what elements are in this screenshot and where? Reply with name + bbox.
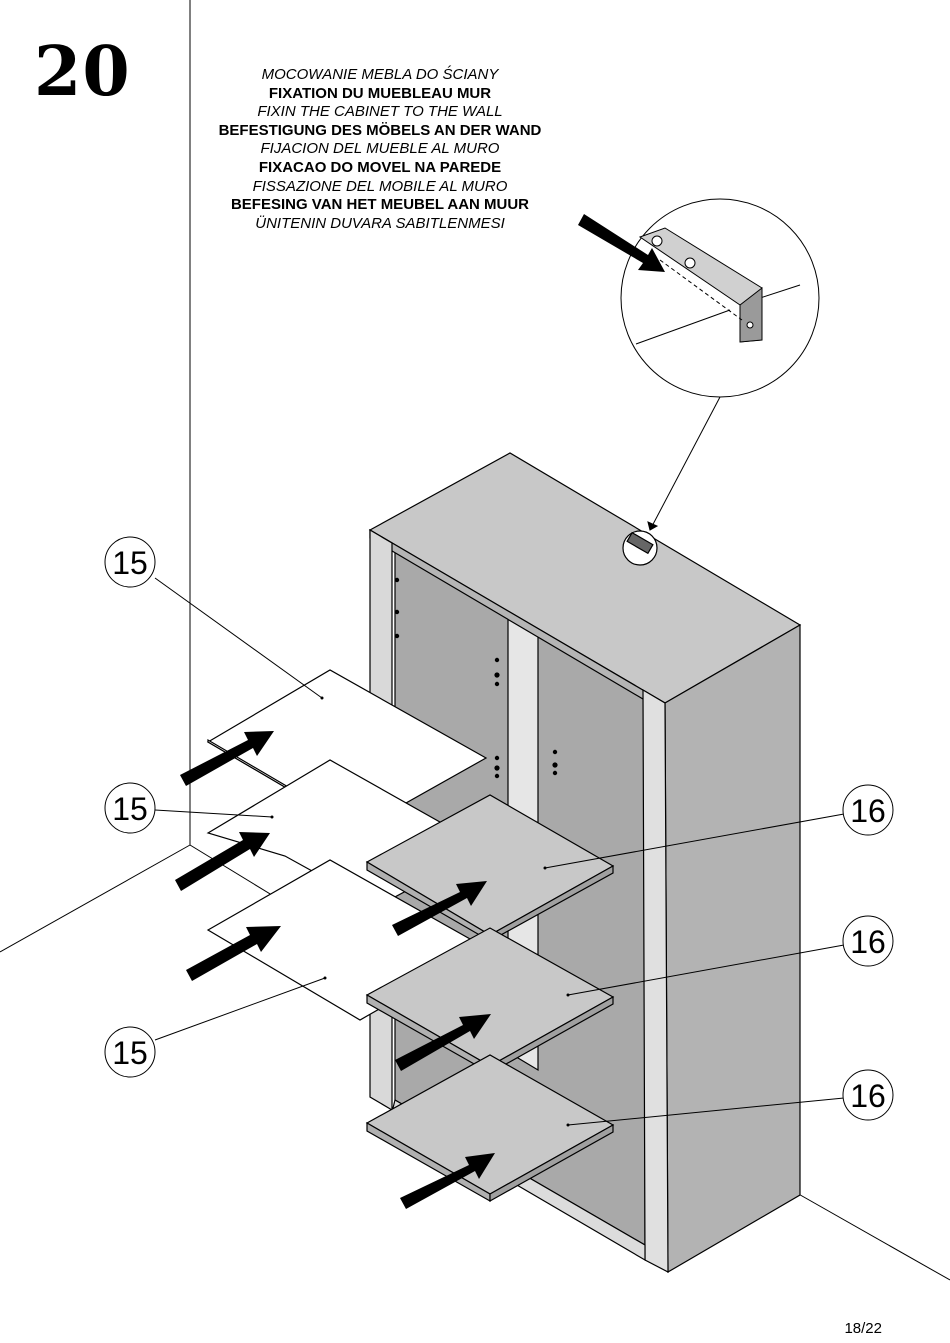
- wall-bracket-detail: [620, 198, 820, 531]
- callout-wood-bottom: 16: [842, 1069, 894, 1121]
- callout-wood-mid: 16: [842, 915, 894, 967]
- callout-label: 16: [850, 1078, 886, 1114]
- callout-wood-top: 16: [842, 784, 894, 836]
- title-line-fr: FIXATION DU MUEBLEAU MUR: [268, 84, 492, 102]
- callout-glass-mid: 15: [104, 782, 156, 834]
- title-line-de: BEFESTIGUNG DES MÖBELS AN DER WAND: [218, 121, 542, 139]
- step-number: 20: [34, 32, 131, 112]
- title-line-nl: BEFESING VAN HET MEUBEL AAN MUUR: [230, 196, 530, 214]
- title-line-pt: FIXACAO DO MOVEL NA PAREDE: [258, 158, 502, 176]
- direction-arrow: [578, 214, 665, 272]
- title-line-es: FIJACION DEL MUEBLE AL MURO: [260, 140, 500, 158]
- callout-label: 15: [112, 1035, 148, 1071]
- title-line-pl: MOCOWANIE MEBLA DO ŚCIANY: [261, 66, 499, 83]
- leader-lines: [154, 577, 845, 1126]
- callout-label: 16: [850, 924, 886, 960]
- title-line-it: FISSAZIONE DEL MOBILE AL MURO: [252, 177, 508, 195]
- callout-label: 15: [112, 791, 148, 827]
- page-number: 18/22: [844, 1320, 882, 1337]
- title-line-en: FIXIN THE CABINET TO THE WALL: [257, 103, 503, 121]
- insertion-arrows: [175, 731, 495, 1209]
- callout-glass-bottom: 15: [104, 1026, 156, 1078]
- callout-label: 16: [850, 793, 886, 829]
- instruction-title: MOCOWANIE MEBLA DO ŚCIANY FIXATION DU MU…: [180, 66, 580, 233]
- callout-label: 15: [112, 545, 148, 581]
- wood-shelves: [365, 794, 615, 1203]
- callout-glass-top: 15: [104, 536, 156, 588]
- title-line-tr: ÜNITENIN DUVARA SABITLENMESI: [255, 214, 505, 232]
